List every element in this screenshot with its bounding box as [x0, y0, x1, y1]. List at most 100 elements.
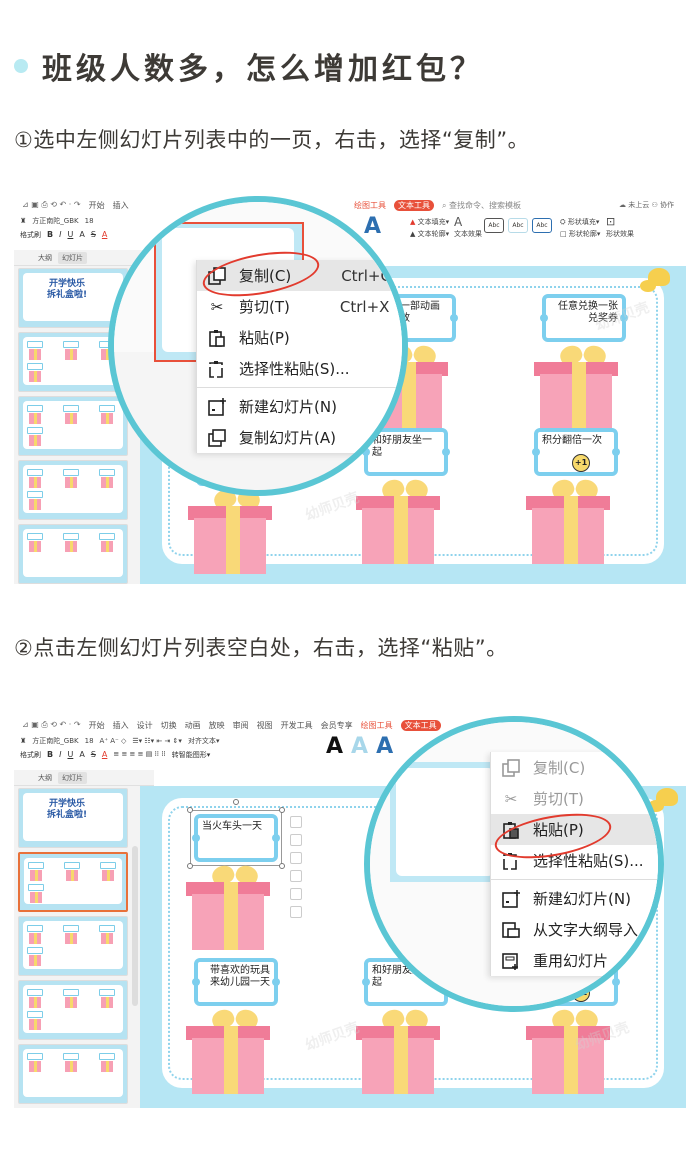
format-painter-label[interactable]: 格式刷	[20, 751, 41, 759]
tab-transitions[interactable]: 切换	[160, 721, 177, 730]
format-painter-label[interactable]: 格式刷	[20, 231, 41, 239]
gift-item-selected[interactable]: 当火车头一天	[174, 799, 294, 964]
smartart-button[interactable]: 转智能图形▾	[171, 751, 211, 759]
paragraph-align-buttons[interactable]: ≡ ≡ ≡ ≡ ▤ ⁞⁞ ⁞⁞	[113, 750, 166, 758]
shape-style-2[interactable]: Abc	[508, 218, 528, 233]
slide-thumbnail[interactable]	[18, 1044, 128, 1104]
shape-effect-button[interactable]: ⊡ 形状效果	[606, 215, 634, 239]
tab-view[interactable]: 视图	[256, 721, 273, 730]
underline-button[interactable]: U	[67, 750, 74, 759]
grow-font-button[interactable]: A⁺ A⁻ ◇	[99, 737, 127, 745]
shadow-button[interactable]: A	[79, 230, 85, 239]
bullet-dot	[14, 59, 28, 73]
wordart-black[interactable]: A	[326, 734, 344, 759]
shape-style-1[interactable]: Abc	[484, 218, 504, 233]
tab-animation[interactable]: 动画	[184, 721, 201, 730]
scissors-icon: ✂	[504, 789, 518, 808]
slide-thumbnail-cover[interactable]: 开学快乐 拆礼盒啦!	[18, 788, 128, 848]
tab-design[interactable]: 设计	[136, 721, 153, 730]
menu-item-cut[interactable]: ✂ 剪切(T)	[491, 783, 658, 814]
outline-icon[interactable]	[290, 888, 302, 900]
menu-item-import-outline[interactable]: 从文字大纲导入	[491, 914, 658, 945]
shape-fill-button[interactable]: ⛭ 形状填充▾	[560, 218, 600, 226]
align-text-button[interactable]: 对齐文本▾	[187, 737, 220, 745]
shape-outline-button[interactable]: □ 形状轮廓▾	[560, 230, 601, 238]
location-icon[interactable]	[290, 906, 302, 918]
magnifier-circle: 复制(C) Ctrl+C ✂ 剪切(T) Ctrl+X 粘贴(P) 选择性粘贴(…	[108, 196, 408, 496]
menu-item-new-slide[interactable]: 新建幻灯片(N)	[197, 391, 402, 422]
list-buttons[interactable]: ☰▾ ☷▾ ⇤ ⇥ ⇕▾	[132, 737, 182, 745]
bold-button[interactable]: B	[47, 230, 54, 239]
underline-button[interactable]: U	[67, 230, 74, 239]
format-painter-icon[interactable]: ♜	[20, 217, 27, 225]
font-color-button[interactable]: A	[101, 230, 108, 239]
gift-item[interactable]: 任意兑换一张兑奖券	[522, 294, 642, 444]
font-name-select[interactable]: 方正南陀_GBK	[32, 217, 79, 225]
tab-outline[interactable]: 大纲	[38, 773, 52, 782]
gift-card[interactable]: 积分翻倍一次+1	[532, 428, 620, 476]
tab-member[interactable]: 会员专享	[320, 721, 353, 730]
copy-icon	[501, 758, 521, 778]
strike-button[interactable]: S	[90, 230, 96, 239]
text-effect-button[interactable]: A 文本效果	[454, 215, 482, 238]
shadow-button[interactable]: A	[79, 750, 85, 759]
menu-item-paste-special[interactable]: 选择性粘贴(S)...	[197, 353, 402, 384]
gift-card[interactable]: 带喜欢的玩具来幼儿园一天	[192, 958, 280, 1006]
quick-access-icons[interactable]: ⊿ ▣ ⎙ ⟲ ↶ · ↷	[22, 720, 81, 729]
font-size-select[interactable]: 18	[84, 737, 94, 745]
menu-item-reuse-slide[interactable]: 重用幻灯片	[491, 945, 658, 976]
slide-thumbnail-selected[interactable]	[18, 852, 128, 912]
layer-icon[interactable]	[290, 834, 302, 846]
slide-thumbnail[interactable]	[18, 524, 128, 584]
command-search[interactable]: ⌕ 查找命令、搜索模板	[442, 201, 522, 210]
format-painter-icon[interactable]: ♜	[20, 737, 27, 745]
slide-thumbnail[interactable]	[18, 396, 128, 456]
pen-icon[interactable]	[290, 852, 302, 864]
tab-slides[interactable]: 幻灯片	[58, 771, 87, 784]
ribbon-tabs: ⊿ ▣ ⎙ ⟲ ↶ · ↷ 开始 插入	[22, 200, 129, 211]
wordart-light[interactable]: A	[351, 734, 369, 759]
slide-thumbnail-list[interactable]: 开学快乐 拆礼盒啦!	[14, 786, 140, 1108]
tab-home[interactable]: 开始	[88, 721, 105, 730]
slide-thumbnail[interactable]	[18, 460, 128, 520]
gift-item[interactable]: 带喜欢的玩具来幼儿园一天	[174, 958, 294, 1108]
italic-button[interactable]: I	[59, 750, 62, 759]
menu-item-paste[interactable]: 粘贴(P)	[491, 814, 658, 845]
font-size-select[interactable]: 18	[84, 217, 94, 225]
menu-item-paste-special[interactable]: 选择性粘贴(S)...	[491, 845, 658, 876]
slide-canvas[interactable]: 选择一部动画片播放 任意兑换一张兑奖券 带喜欢的玩具来幼儿园一天 和好朋友坐一起…	[140, 266, 686, 584]
tab-insert[interactable]: 插入	[112, 721, 129, 730]
tab-text-tools[interactable]: 文本工具	[394, 200, 434, 211]
fill-icon[interactable]	[290, 870, 302, 882]
tab-developer[interactable]: 开发工具	[280, 721, 313, 730]
menu-item-paste[interactable]: 粘贴(P)	[197, 322, 402, 353]
menu-item-cut[interactable]: ✂ 剪切(T) Ctrl+X	[197, 291, 402, 322]
strike-button[interactable]: S	[90, 750, 96, 759]
thumbnail-scrollbar[interactable]	[132, 846, 138, 1006]
tab-slideshow[interactable]: 放映	[208, 721, 225, 730]
tab-slides[interactable]: 幻灯片	[58, 251, 87, 264]
gift-card[interactable]: 当火车头一天	[192, 814, 280, 862]
menu-item-copy[interactable]: 复制(C)	[491, 752, 658, 783]
menu-item-duplicate-slide[interactable]: 复制幻灯片(A)	[197, 422, 402, 453]
text-outline-button[interactable]: ▲ 文本轮廓▾	[410, 230, 450, 238]
collapse-icon[interactable]	[290, 816, 302, 828]
text-fill-button[interactable]: ▲ 文本填充▾	[410, 218, 450, 226]
tab-home[interactable]: 开始	[88, 201, 105, 210]
font-color-button[interactable]: A	[101, 750, 108, 759]
slide-thumbnail[interactable]	[18, 916, 128, 976]
slide-thumbnail[interactable]	[18, 980, 128, 1040]
menu-item-new-slide[interactable]: 新建幻灯片(N)	[491, 883, 658, 914]
bold-button[interactable]: B	[47, 750, 54, 759]
gift-card[interactable]: 任意兑换一张兑奖券	[540, 294, 628, 342]
italic-button[interactable]: I	[59, 230, 62, 239]
quick-access-icons[interactable]: ⊿ ▣ ⎙ ⟲ ↶ · ↷	[22, 200, 81, 209]
shape-style-3[interactable]: Abc	[532, 218, 552, 233]
tab-review[interactable]: 审阅	[232, 721, 249, 730]
font-row: ♜ 方正南陀_GBK 18 A⁺ A⁻ ◇ ☰▾ ☷▾ ⇤ ⇥ ⇕▾ 对齐文本▾	[20, 736, 219, 746]
font-name-select[interactable]: 方正南陀_GBK	[32, 737, 79, 745]
cloud-status[interactable]: ☁ 未上云 ⚇ 协作	[619, 201, 674, 209]
menu-item-copy[interactable]: 复制(C) Ctrl+C	[197, 260, 402, 291]
tab-outline[interactable]: 大纲	[38, 253, 52, 262]
gift-item[interactable]: 积分翻倍一次+1	[514, 428, 634, 578]
